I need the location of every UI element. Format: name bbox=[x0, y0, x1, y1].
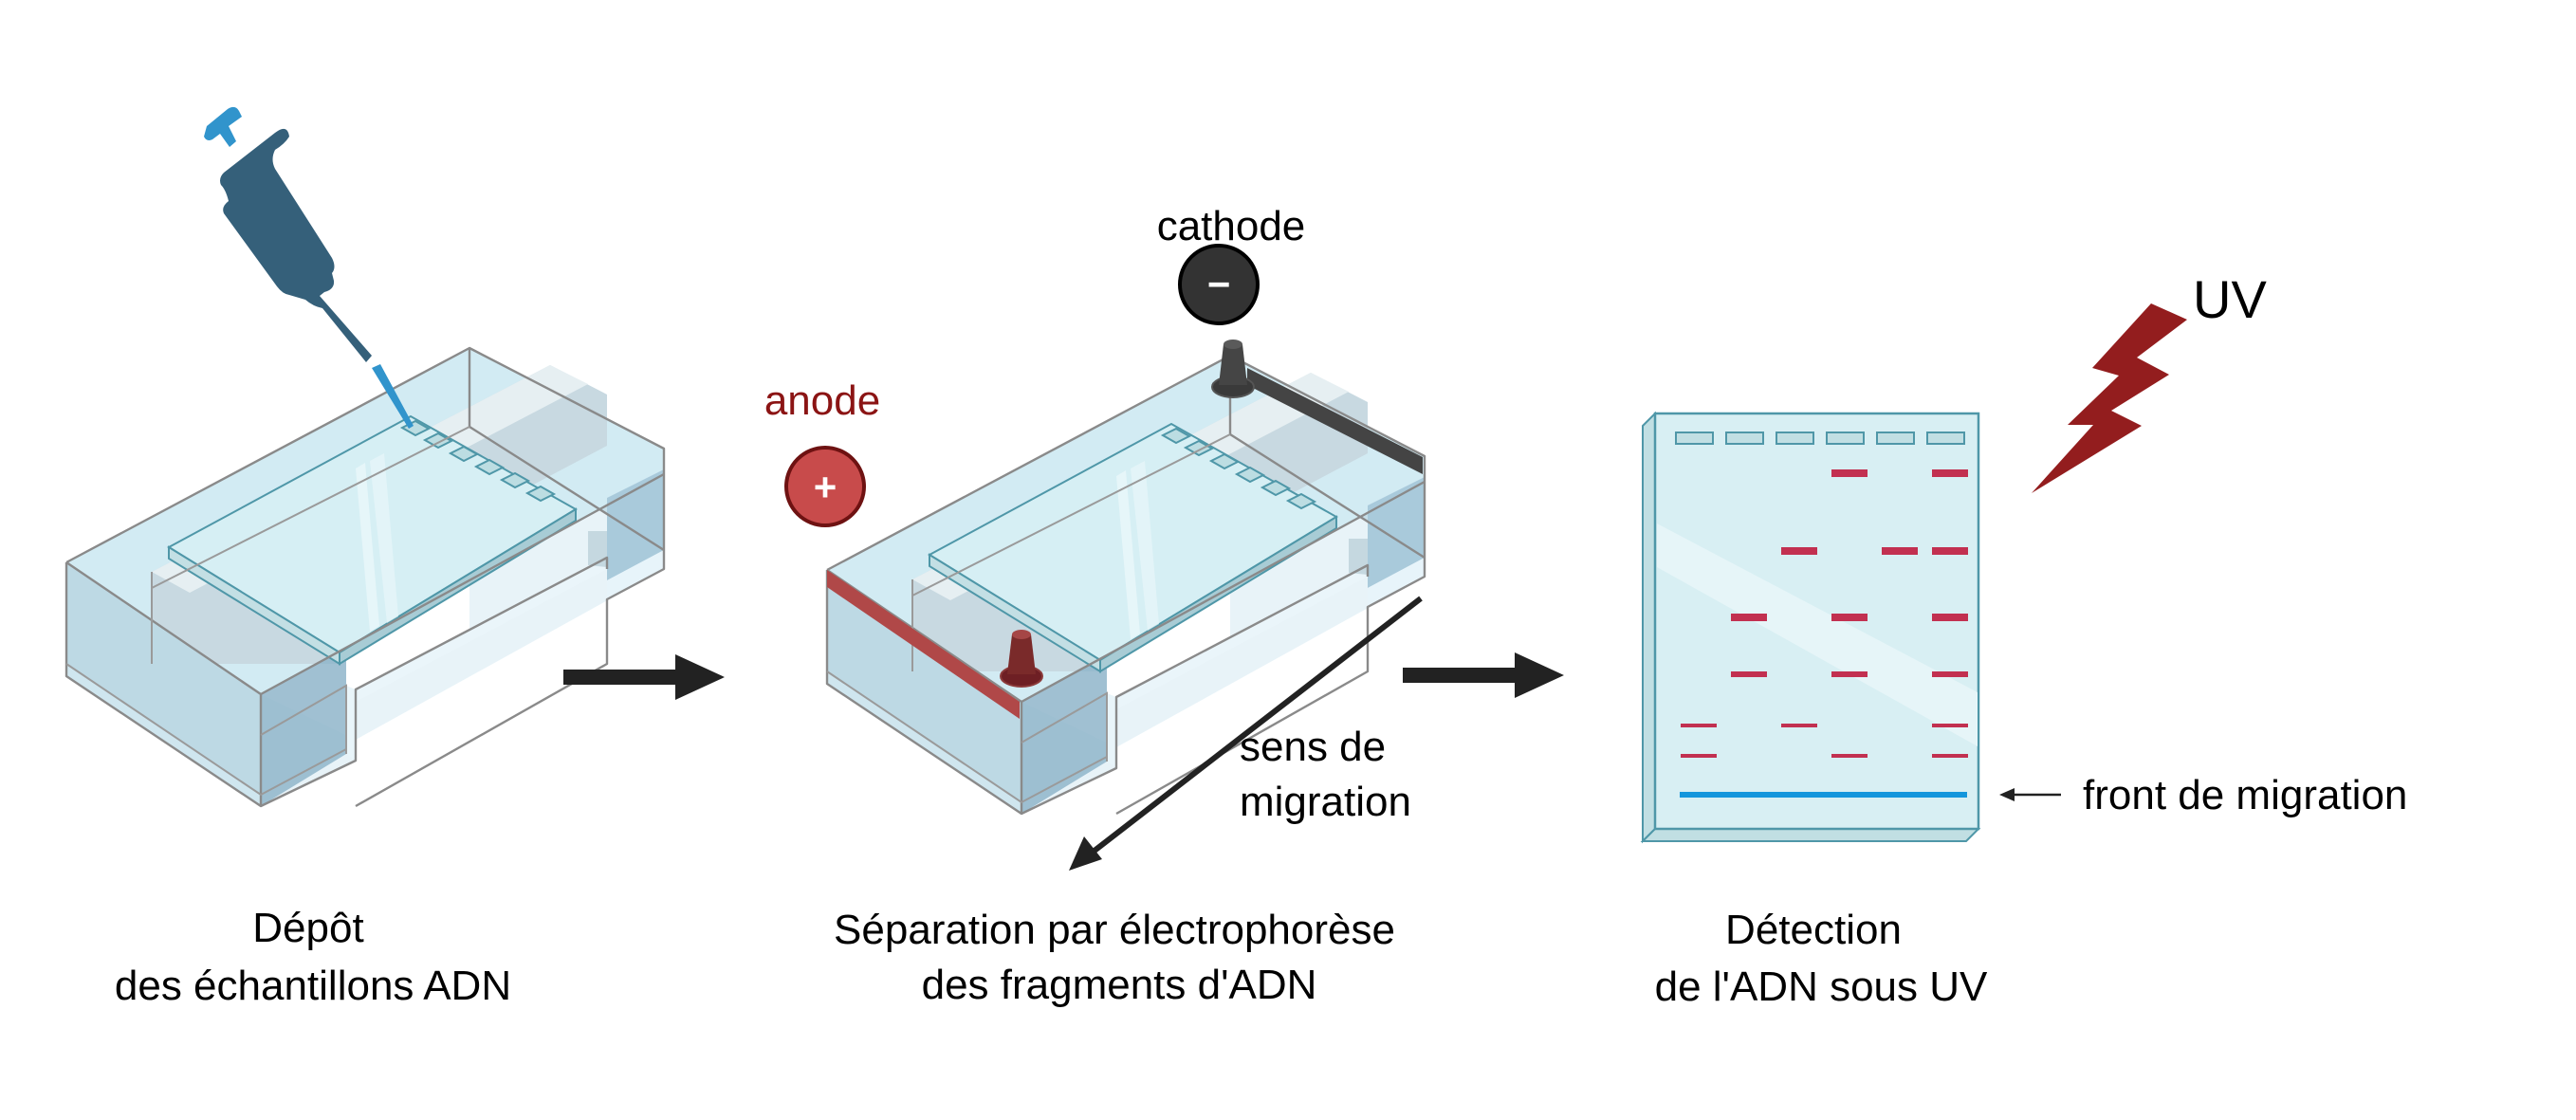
front-arrow-icon bbox=[1999, 788, 2061, 801]
arrow-right-icon bbox=[563, 654, 725, 700]
step-separation: anode + cathode − sens de migration Sépa… bbox=[764, 203, 1564, 1008]
dna-band bbox=[1831, 671, 1868, 677]
gel-bands bbox=[1681, 469, 1968, 758]
dna-band bbox=[1932, 754, 1968, 758]
step-detection: front de migration UV Détection de l'ADN… bbox=[1640, 269, 2407, 1010]
step-deposit: Dépôt des échantillons ADN bbox=[64, 106, 725, 1009]
dna-band bbox=[1731, 671, 1767, 677]
front-label: front de migration bbox=[2083, 772, 2407, 818]
dna-band bbox=[1831, 754, 1868, 758]
migration-front-line bbox=[1680, 792, 1967, 798]
minus-circle-icon: − bbox=[1178, 244, 1260, 325]
dna-band bbox=[1781, 724, 1817, 727]
anode-electrode-bar bbox=[827, 570, 1020, 719]
anode-label: anode bbox=[764, 377, 880, 424]
dna-band bbox=[1781, 547, 1817, 555]
dna-band bbox=[1681, 754, 1717, 758]
arrow-right-icon bbox=[1403, 652, 1564, 698]
gel-well bbox=[1675, 431, 1714, 445]
dna-band bbox=[1932, 614, 1968, 621]
gel-well bbox=[1725, 431, 1764, 445]
caption-separation-line1: Séparation par électrophorèse bbox=[834, 907, 1395, 953]
gel-well bbox=[1826, 431, 1865, 445]
gel-tank-deposit bbox=[64, 346, 666, 808]
pipette-icon bbox=[204, 106, 414, 429]
dna-band bbox=[1681, 724, 1717, 727]
dna-band bbox=[1731, 614, 1767, 621]
caption-detection-line2: de l'ADN sous UV bbox=[1655, 964, 1988, 1010]
dna-band bbox=[1932, 724, 1968, 727]
migration-label-line1: sens de bbox=[1240, 724, 1386, 770]
migration-label-line2: migration bbox=[1240, 779, 1411, 825]
anode-post bbox=[1000, 630, 1043, 688]
cathode-label: cathode bbox=[1157, 203, 1306, 249]
caption-separation-line2: des fragments d'ADN bbox=[922, 962, 1317, 1008]
cathode-post bbox=[1211, 340, 1255, 398]
dna-band bbox=[1932, 671, 1968, 677]
migration-direction-arrow bbox=[1069, 596, 1423, 871]
gel-well bbox=[1776, 431, 1814, 445]
lightning-icon bbox=[2032, 303, 2187, 493]
caption-detection-line1: Détection bbox=[1725, 907, 1902, 953]
plus-circle-icon: + bbox=[784, 446, 866, 527]
dna-band bbox=[1932, 469, 1968, 477]
uv-label: UV bbox=[2193, 269, 2267, 329]
dna-band bbox=[1831, 469, 1868, 477]
gel-well bbox=[1876, 431, 1915, 445]
cathode-electrode-bar bbox=[1247, 368, 1423, 474]
cathode-symbol: − bbox=[1207, 262, 1231, 306]
gel-well bbox=[1926, 431, 1965, 445]
caption-deposit-line1: Dépôt bbox=[252, 905, 363, 951]
dna-band bbox=[1831, 614, 1868, 621]
dna-band bbox=[1932, 547, 1968, 555]
dna-band bbox=[1882, 547, 1918, 555]
gel-plate bbox=[1640, 411, 1981, 844]
caption-deposit-line2: des échantillons ADN bbox=[115, 963, 511, 1009]
gel-wells bbox=[1675, 431, 1965, 445]
anode-symbol: + bbox=[814, 465, 837, 509]
